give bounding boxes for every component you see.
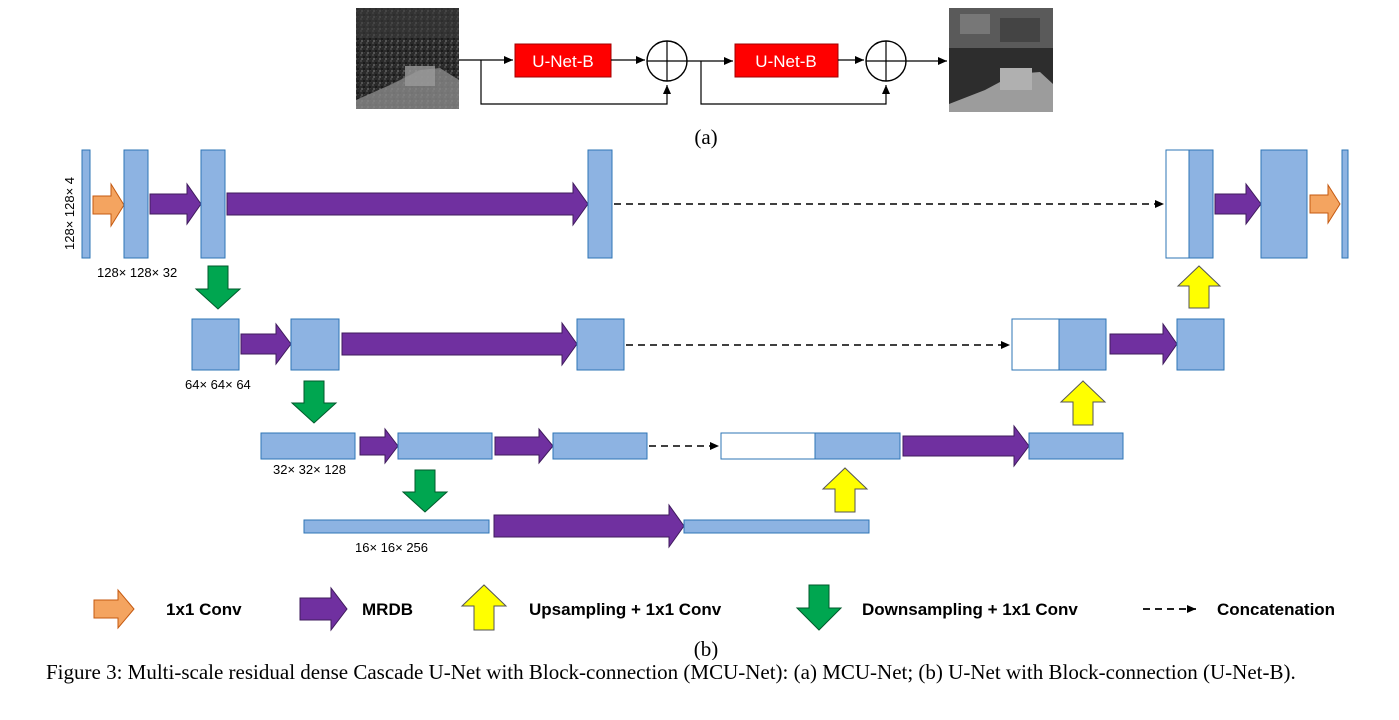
legend-conv-icon (93, 588, 135, 630)
legend-concat-label: Concatenation (1217, 600, 1335, 619)
feature-block (683, 519, 870, 534)
part-b: 128× 128× 4 128× 128× 32 64× 64× 64 (62, 149, 1349, 555)
mrdb-arrow (240, 322, 292, 366)
downsample-arrow (290, 380, 338, 424)
feature-block (397, 432, 493, 460)
conv-arrow (1309, 183, 1341, 225)
upsample-arrow (821, 467, 869, 513)
mrdb-arrow (341, 321, 578, 367)
feature-block (200, 149, 226, 259)
concat-block-empty (1011, 318, 1060, 371)
legend-upsample-icon (460, 584, 508, 631)
mrdb-arrow (1109, 322, 1178, 366)
feature-block (1028, 432, 1124, 460)
downsample-arrow (194, 265, 242, 310)
denoised-output-image (949, 8, 1053, 112)
feature-block (303, 519, 490, 534)
legend-mrdb-icon (299, 586, 348, 632)
concat-block-empty (1165, 149, 1190, 259)
mrdb-arrow (226, 181, 589, 227)
part-b-label: (b) (694, 637, 719, 660)
input-feature-map (81, 149, 91, 259)
unet-b-block-1-label: U-Net-B (532, 52, 593, 71)
sum-node-1 (646, 40, 688, 82)
figure-caption: Figure 3: Multi-scale residual dense Cas… (46, 660, 1296, 684)
feature-block (290, 318, 340, 371)
concat-block-empty (720, 432, 816, 460)
upsample-arrow (1176, 265, 1222, 309)
legend-downsample-icon (795, 584, 843, 631)
mrdb-arrow (149, 182, 202, 226)
legend-downsample-label: Downsampling + 1x1 Conv (862, 600, 1078, 619)
upsample-arrow (1059, 380, 1107, 426)
unet-b-block-2-label: U-Net-B (755, 52, 816, 71)
legend-upsample-label: Upsampling + 1x1 Conv (529, 600, 722, 619)
noisy-input-image (356, 8, 459, 109)
feature-block (1176, 318, 1225, 371)
sum-node-2 (865, 40, 907, 82)
mrdb-arrow (493, 503, 685, 549)
part-a: U-Net-B U-Net-B (a) (356, 8, 1053, 149)
feature-block (260, 432, 356, 460)
feature-block (587, 149, 613, 259)
feature-block (1188, 149, 1214, 259)
dim-label-l4: 16× 16× 256 (355, 540, 428, 555)
feature-block (576, 318, 625, 371)
mrdb-arrow (494, 427, 554, 465)
feature-block (552, 432, 648, 460)
conv-arrow (92, 182, 125, 228)
dim-label-l2: 64× 64× 64 (185, 377, 251, 392)
feature-block (1058, 318, 1107, 371)
part-a-label: (a) (694, 125, 717, 149)
mrdb-arrow (1214, 182, 1262, 226)
feature-block (191, 318, 240, 371)
feature-block (814, 432, 901, 460)
mrdb-arrow (902, 424, 1030, 468)
legend: 1x1 Conv MRDB Upsampling + 1x1 Conv Down… (93, 584, 1335, 660)
downsample-arrow (401, 469, 449, 513)
dim-label-input: 128× 128× 4 (62, 177, 77, 250)
output-feature-map (1341, 149, 1349, 259)
figure-diagram: U-Net-B U-Net-B (a) 128× 128× 4 (62, 8, 1349, 660)
mrdb-arrow (359, 427, 399, 465)
dim-label-l1: 128× 128× 32 (97, 265, 177, 280)
legend-mrdb-label: MRDB (362, 600, 413, 619)
feature-block (1260, 149, 1308, 259)
dim-label-l3: 32× 32× 128 (273, 462, 346, 477)
legend-conv-label: 1x1 Conv (166, 600, 242, 619)
feature-block (123, 149, 149, 259)
